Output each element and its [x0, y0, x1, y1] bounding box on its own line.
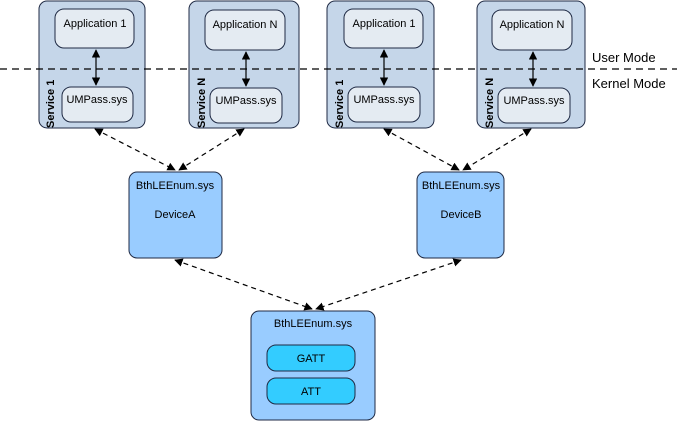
- umpass-label: UMPass.sys: [503, 95, 565, 107]
- gatt-box: [266, 344, 356, 372]
- application-box: [54, 8, 135, 49]
- service-group-3: Service 1 Application 1 UMPass.sys: [326, 0, 435, 129]
- connectors: [94, 128, 532, 311]
- user-mode-label: User Mode: [592, 50, 656, 65]
- service-group-1: Service 1 Application 1 UMPass.sys: [38, 0, 146, 129]
- service-group-4: Service N Application N UMPass.sys: [476, 0, 586, 129]
- service-group-2: Service N Application N UMPass.sys: [188, 0, 300, 129]
- device-b: BthLEEnum.sys DeviceB: [416, 171, 505, 259]
- application-label: Application 1: [353, 18, 416, 30]
- application-label: Application N: [213, 19, 278, 31]
- umpass-label: UMPass.sys: [66, 94, 128, 106]
- device-name-label: DeviceB: [441, 209, 482, 221]
- connector-service1-deviceb: [383, 128, 460, 171]
- service-label: Service N: [484, 78, 496, 128]
- connector-serviceN-deviceb: [462, 128, 532, 171]
- umpass-box: [209, 87, 283, 124]
- umpass-box: [61, 86, 134, 123]
- umpass-box: [347, 86, 421, 123]
- kernel-mode-label: Kernel Mode: [592, 76, 666, 91]
- application-label: Application 1: [64, 18, 127, 30]
- connector-devicea-root: [174, 258, 313, 311]
- device-driver-label: BthLEEnum.sys: [136, 180, 215, 192]
- device-box: [416, 171, 505, 259]
- connector-serviceN-devicea: [178, 128, 245, 171]
- connector-deviceb-root: [315, 258, 462, 311]
- att-box: [266, 377, 356, 405]
- root-driver-label: BthLEEnum.sys: [274, 318, 353, 330]
- application-box: [491, 9, 573, 51]
- service-label: Service 1: [334, 80, 346, 128]
- device-box: [128, 171, 223, 259]
- gatt-label: GATT: [297, 353, 326, 365]
- service-label: Service N: [196, 78, 208, 128]
- umpass-label: UMPass.sys: [353, 94, 415, 106]
- umpass-box: [497, 87, 571, 124]
- service-label: Service 1: [45, 80, 57, 128]
- device-a: BthLEEnum.sys DeviceA: [128, 171, 223, 259]
- device-driver-label: BthLEEnum.sys: [422, 180, 501, 192]
- application-box: [343, 8, 424, 49]
- root-enumerator: BthLEEnum.sys GATT ATT: [250, 310, 376, 421]
- connector-service1-devicea: [94, 128, 176, 171]
- application-box: [204, 9, 286, 51]
- umpass-label: UMPass.sys: [215, 95, 277, 107]
- att-label: ATT: [301, 386, 321, 398]
- application-label: Application N: [500, 19, 565, 31]
- device-name-label: DeviceA: [155, 209, 197, 221]
